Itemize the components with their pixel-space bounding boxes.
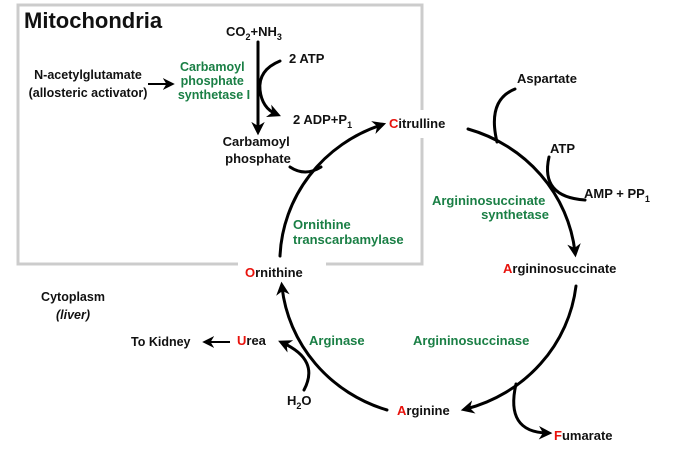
mitochondria-boundary (16, 3, 424, 266)
arc-citrulline-to-argininosuccinate (466, 127, 581, 258)
h2o-arrow (278, 340, 311, 392)
h2o-label: H2O (287, 393, 312, 411)
carbamoyl-phosphate-entry (288, 165, 323, 174)
arginine-label: Arginine (397, 403, 450, 418)
co2-nh3-label: CO2+NH3 (226, 24, 282, 42)
aspartate-label: Aspartate (517, 71, 577, 86)
enzyme-argininosuccinate-synthetase: Argininosuccinate synthetase (432, 193, 549, 222)
enzyme-otc: Ornithine transcarbamylase (293, 217, 404, 247)
fumarate-arrow (512, 382, 553, 440)
activator-line2: (allosteric activator) (29, 86, 148, 100)
enzyme-argininosuccinase: Argininosuccinase (413, 333, 529, 348)
enzyme-cps1: Carbamoyl phosphate synthetase I (178, 60, 250, 102)
arc-arginine-to-ornithine (276, 281, 389, 412)
argininosuccinate-label: Argininosuccinate (503, 261, 616, 276)
aspartate-entry (492, 87, 517, 144)
citrulline-label: Citrulline (389, 116, 445, 131)
arc-ornithine-to-citrulline (278, 121, 387, 258)
activator-line1: N-acetylglutamate (34, 68, 142, 82)
carbamoyl-phosphate-label: Carbamoyl phosphate (223, 134, 294, 166)
atp-label: ATP (550, 141, 575, 156)
enzyme-arginase: Arginase (309, 333, 365, 348)
arc-argininosuccinate-to-arginine (460, 284, 578, 414)
urea-label: Urea (237, 333, 267, 348)
to-kidney-label: To Kidney (131, 335, 191, 349)
atp-consumption-arrow (258, 59, 282, 118)
fumarate-label: Fumarate (554, 428, 613, 443)
mitochondria-title: Mitochondria (24, 8, 163, 33)
amp-label: AMP + PP1 (584, 186, 650, 204)
atp-amp-branch (546, 155, 587, 202)
2-adp-label: 2 ADP+P1 (293, 112, 352, 130)
liver-label: (liver) (56, 308, 90, 322)
ornithine-label: Ornithine (245, 265, 303, 280)
cytoplasm-label: Cytoplasm (41, 290, 105, 304)
2-atp-label: 2 ATP (289, 51, 325, 66)
